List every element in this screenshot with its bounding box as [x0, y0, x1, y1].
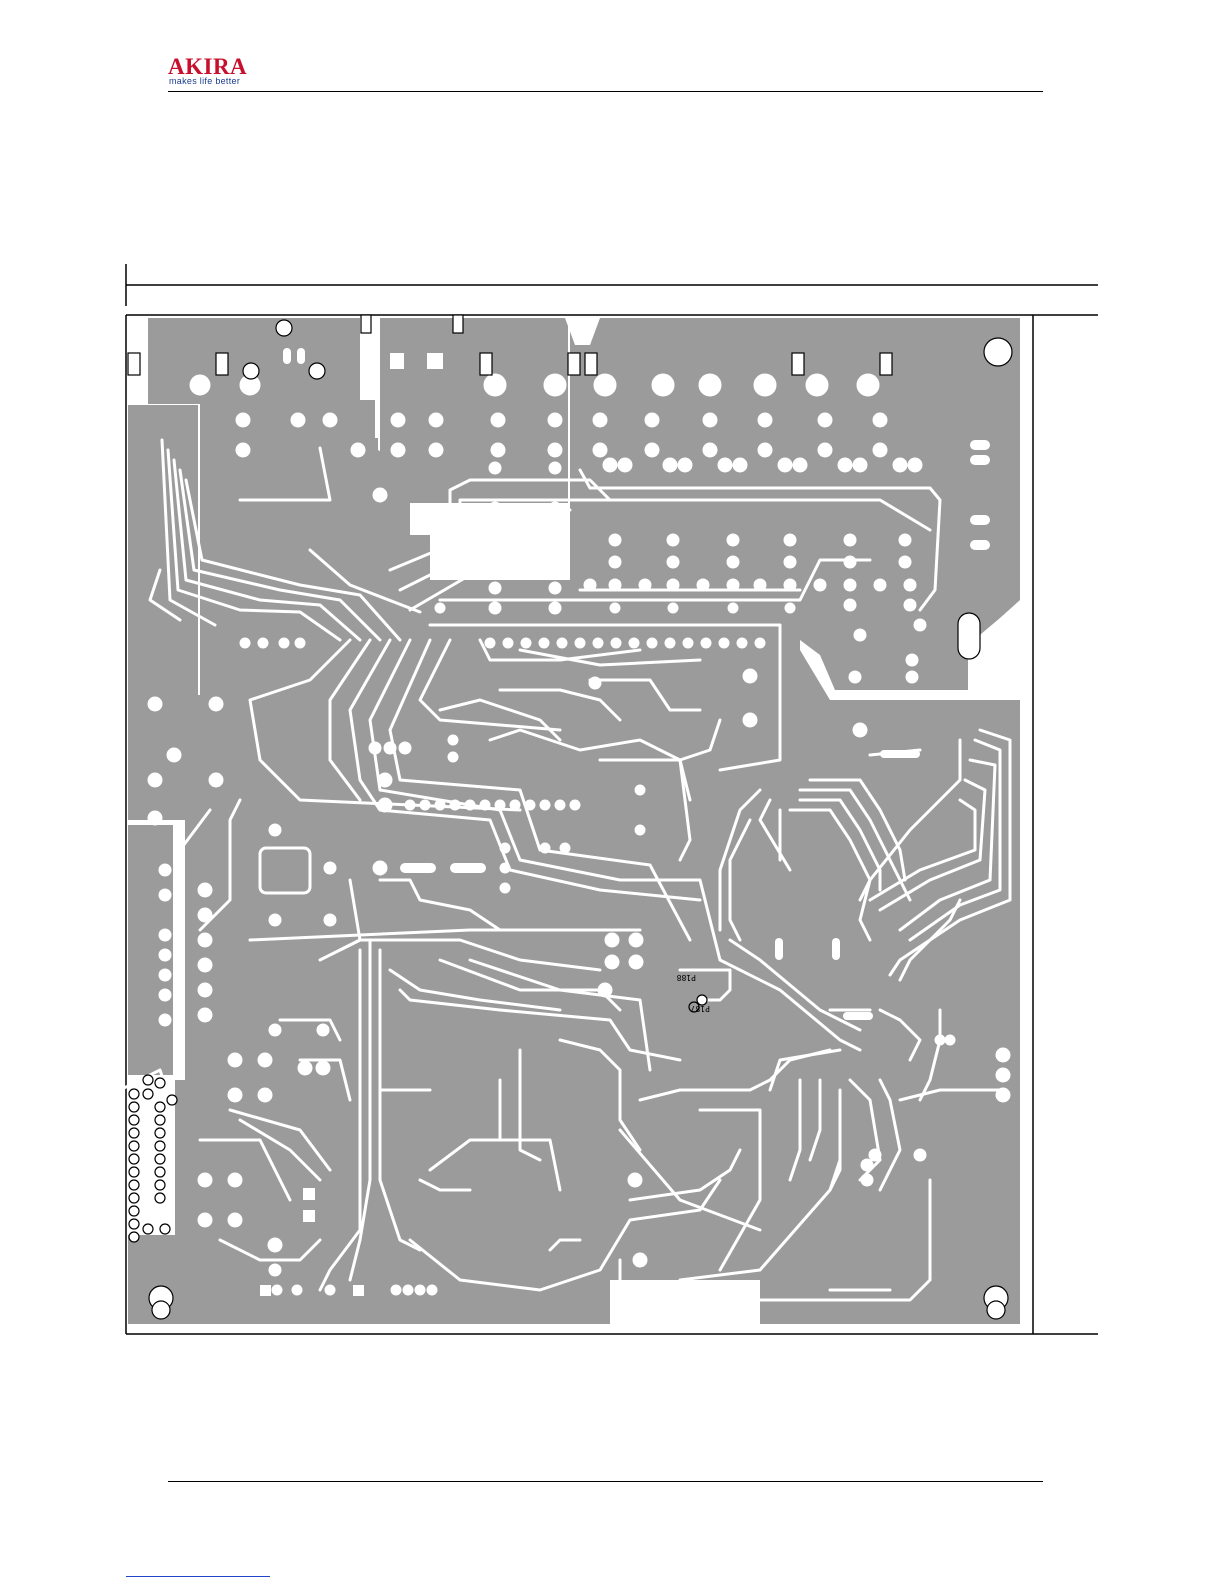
- footer-rule: [168, 1481, 1043, 1482]
- footer-link-underline[interactable]: [126, 1576, 270, 1577]
- silk-label-p188: P188: [677, 973, 696, 982]
- silk-label-p187: P187: [691, 1004, 710, 1013]
